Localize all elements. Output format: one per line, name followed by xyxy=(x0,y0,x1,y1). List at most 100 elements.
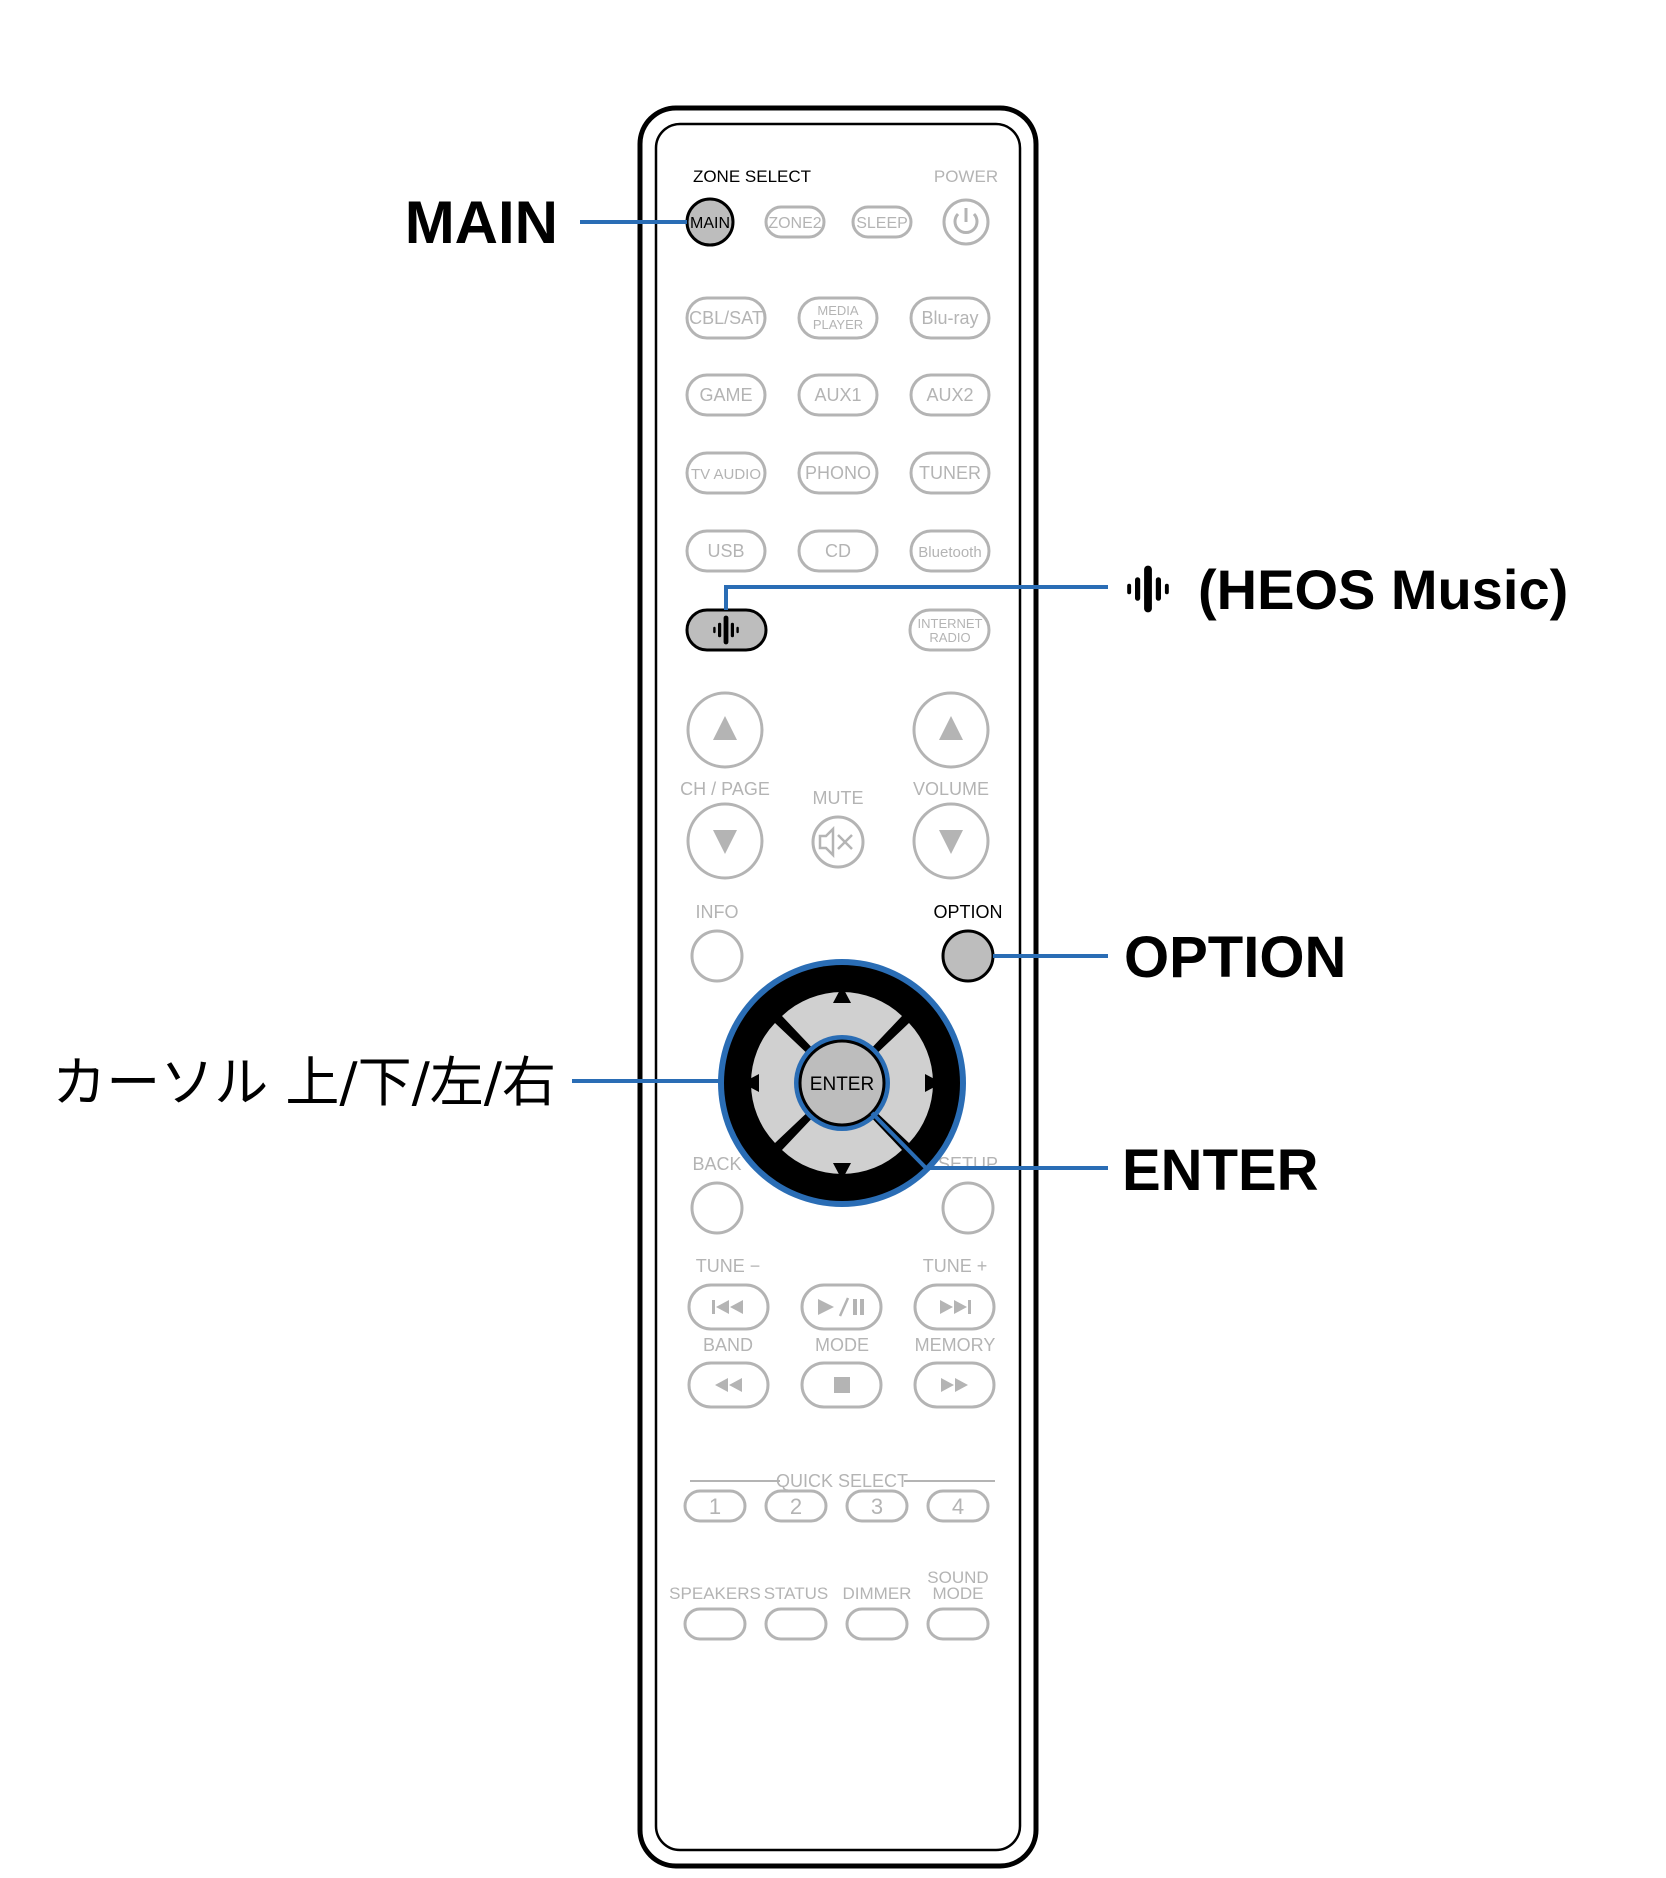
speakers-label: SPEAKERS xyxy=(669,1584,761,1603)
info-button[interactable] xyxy=(690,929,744,983)
quick-select-button-2[interactable]: 2 xyxy=(764,1489,828,1523)
quick-select-number: 4 xyxy=(952,1494,964,1519)
source-button-label: PLAYER xyxy=(813,317,863,332)
stop-icon xyxy=(834,1377,850,1393)
heos-button[interactable] xyxy=(685,608,768,652)
quick-select-button-4[interactable]: 4 xyxy=(926,1489,990,1523)
back-button[interactable] xyxy=(690,1181,744,1235)
mute-button[interactable] xyxy=(811,815,865,869)
ch-page-label: CH / PAGE xyxy=(680,779,770,799)
internet-radio-button[interactable]: INTERNET RADIO xyxy=(908,608,991,652)
play-pause-button[interactable] xyxy=(800,1283,883,1331)
mode-label: MODE xyxy=(815,1335,869,1355)
skip-forward-button[interactable] xyxy=(913,1283,996,1331)
memory-label: MEMORY xyxy=(915,1335,996,1355)
ch-page-down-button[interactable] xyxy=(686,802,764,880)
callout-option: OPTION xyxy=(1124,925,1346,990)
source-button-blu-ray[interactable]: Blu-ray xyxy=(909,296,991,340)
enter-button[interactable]: ENTER xyxy=(794,1035,890,1131)
cursor-right-button[interactable] xyxy=(871,1023,942,1143)
tune-plus-label: TUNE + xyxy=(923,1256,988,1276)
source-button-phono[interactable]: PHONO xyxy=(797,451,879,495)
source-button-label: Blu-ray xyxy=(921,308,978,328)
main-button[interactable]: MAIN xyxy=(685,197,735,247)
enter-button-label: ENTER xyxy=(810,1074,874,1095)
source-button-tuner[interactable]: TUNER xyxy=(909,451,991,495)
volume-down-button[interactable] xyxy=(912,802,990,880)
cursor-down-button[interactable] xyxy=(782,1112,902,1180)
stop-button[interactable] xyxy=(800,1361,883,1409)
dimmer-label: DIMMER xyxy=(843,1584,912,1603)
power-label: POWER xyxy=(934,167,998,186)
fast-forward-button[interactable] xyxy=(913,1361,996,1409)
skip-back-icon xyxy=(712,1300,743,1314)
power-icon xyxy=(953,208,979,234)
source-button-usb[interactable]: USB xyxy=(685,529,767,573)
sleep-button-label: SLEEP xyxy=(856,215,908,232)
sleep-button[interactable]: SLEEP xyxy=(851,205,913,239)
enter-callout-line xyxy=(870,1111,1108,1170)
triangle-left-icon xyxy=(742,1074,759,1092)
option-button[interactable] xyxy=(941,929,995,983)
mute-label: MUTE xyxy=(813,788,864,808)
volume-label: VOLUME xyxy=(913,779,989,799)
rewind-button[interactable] xyxy=(687,1361,770,1409)
ch-page-up-button[interactable] xyxy=(686,691,764,769)
main-button-label: MAIN xyxy=(690,215,730,232)
quick-select-button-1[interactable]: 1 xyxy=(683,1489,747,1523)
zone-select-label: ZONE SELECT xyxy=(693,167,811,186)
source-button-tv-audio[interactable]: TV AUDIO xyxy=(685,451,767,495)
band-label: BAND xyxy=(703,1335,753,1355)
tune-minus-label: TUNE − xyxy=(696,1256,761,1276)
triangle-down-icon xyxy=(833,1163,851,1180)
quick-select-number: 1 xyxy=(709,1494,721,1519)
skip-back-button[interactable] xyxy=(687,1283,770,1331)
source-button-aux2[interactable]: AUX2 xyxy=(909,373,991,417)
source-button-label: Bluetooth xyxy=(918,544,981,561)
source-button-aux1[interactable]: AUX1 xyxy=(797,373,879,417)
source-button-bluetooth[interactable]: Bluetooth xyxy=(909,529,991,573)
triangle-right-icon xyxy=(925,1074,942,1092)
quick-select-buttons: 1 2 3 4 xyxy=(683,1489,990,1523)
source-button-cd[interactable]: CD xyxy=(797,529,879,573)
play-pause-icon xyxy=(818,1297,864,1317)
sound-mode-label: MODE xyxy=(933,1584,984,1603)
power-button[interactable] xyxy=(942,198,990,246)
callout-lines xyxy=(572,220,1108,1170)
mute-icon xyxy=(818,825,853,859)
triangle-down-icon xyxy=(939,830,963,854)
dimmer-button[interactable]: DIMMER xyxy=(843,1584,912,1641)
status-label: STATUS xyxy=(764,1584,829,1603)
zone2-button[interactable]: ZONE2 xyxy=(764,205,826,239)
triangle-up-icon xyxy=(713,716,737,740)
source-button-label: AUX2 xyxy=(926,385,973,405)
source-button-label: TV AUDIO xyxy=(691,466,761,483)
quick-select-label: QUICK SELECT xyxy=(776,1471,908,1491)
quick-select-button-3[interactable]: 3 xyxy=(845,1489,909,1523)
heos-callout-line xyxy=(724,585,1108,610)
option-label: OPTION xyxy=(933,902,1002,922)
source-button-cbl-sat[interactable]: CBL/SAT xyxy=(685,296,767,340)
source-button-label: PHONO xyxy=(805,463,871,483)
back-label: BACK xyxy=(692,1154,741,1174)
cursor-up-button[interactable] xyxy=(782,986,902,1054)
quick-select-number: 2 xyxy=(790,1494,802,1519)
source-button-label: MEDIA xyxy=(817,303,859,318)
speakers-button[interactable]: SPEAKERS xyxy=(669,1584,761,1641)
volume-up-button[interactable] xyxy=(912,691,990,769)
source-button-label: TUNER xyxy=(919,463,981,483)
heos-callout-icon xyxy=(1127,565,1169,613)
fast-forward-icon xyxy=(941,1378,968,1392)
status-button[interactable]: STATUS xyxy=(764,1584,829,1641)
cursor-left-button[interactable] xyxy=(742,1023,813,1143)
triangle-up-icon xyxy=(939,716,963,740)
callout-main: MAIN xyxy=(405,189,558,256)
setup-button[interactable] xyxy=(941,1181,995,1235)
rewind-icon xyxy=(715,1378,742,1392)
source-button-game[interactable]: GAME xyxy=(685,373,767,417)
